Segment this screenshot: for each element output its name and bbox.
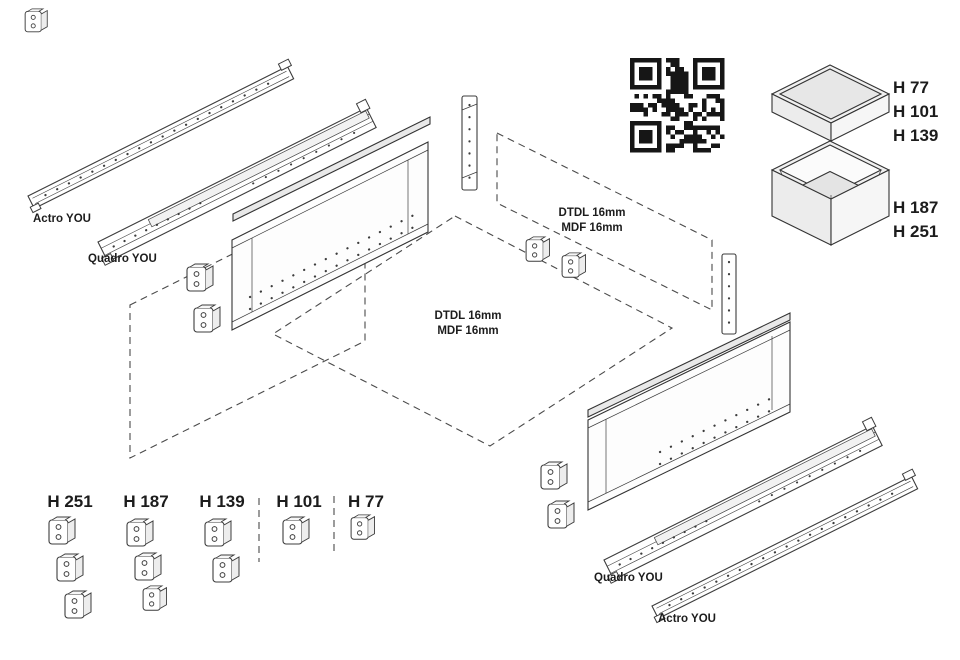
- qr-finder-bottom-left: [630, 121, 662, 153]
- label-brackets-h187: H 187: [123, 492, 168, 511]
- bottom-panel-dashed-outline: [271, 215, 674, 447]
- qr-code: [626, 54, 729, 157]
- corner-clip-top-left: [24, 8, 48, 33]
- front-fixing-bracket-left: [461, 95, 478, 191]
- front-fixing-bracket-right: [721, 253, 737, 335]
- qr-modules: [630, 58, 725, 153]
- label-brackets-h77: H 77: [348, 492, 384, 511]
- actro-runner-top: [21, 58, 300, 214]
- bracket-set-h77: H 77: [348, 492, 384, 540]
- back-panel-material-line1: DTDL 16mm: [559, 207, 626, 219]
- back-panel-dashed-outline: [496, 132, 713, 311]
- back-panel-clips-left: [186, 263, 221, 333]
- gallery-rail-left: [232, 116, 431, 222]
- label-actro-bottom: Actro YOU: [658, 613, 716, 625]
- label-brackets-h139: H 139: [199, 492, 244, 511]
- bracket-set-h101: H 101: [276, 492, 322, 545]
- qr-finder-top-right: [693, 58, 725, 90]
- qr-finder-top-left: [630, 58, 662, 90]
- label-box-h77: H 77: [893, 78, 929, 97]
- bracket-set-h251: H 251: [47, 492, 93, 619]
- bottom-panel-material-line2: MDF 16mm: [437, 325, 498, 337]
- label-box-h187: H 187: [893, 198, 938, 217]
- label-brackets-h101: H 101: [276, 492, 321, 511]
- drawer-side-panel-left: [231, 116, 431, 331]
- back-panel-material-line2: MDF 16mm: [561, 222, 622, 234]
- drawer-box-shallow: [770, 64, 891, 142]
- label-box-h251: H 251: [893, 222, 938, 241]
- back-panel-clips-right: [540, 461, 575, 529]
- drawer-side-panel-right: [587, 312, 791, 511]
- bottom-panel-material-line1: DTDL 16mm: [435, 310, 502, 322]
- label-quadro-top: Quadro YOU: [88, 253, 157, 265]
- label-actro-top: Actro YOU: [33, 213, 91, 225]
- bracket-set-h187: H 187: [123, 492, 169, 611]
- label-quadro-bottom: Quadro YOU: [594, 572, 663, 584]
- back-panel-dashed: DTDL 16mm MDF 16mm: [496, 132, 713, 311]
- bottom-panel-dashed: DTDL 16mm MDF 16mm: [271, 215, 674, 447]
- gallery-rail-right: [587, 312, 791, 418]
- drawer-box-deep: [770, 140, 891, 246]
- label-box-h139: H 139: [893, 126, 938, 145]
- bracket-set-h139: H 139: [199, 492, 245, 583]
- label-box-h101: H 101: [893, 102, 938, 121]
- label-brackets-h251: H 251: [47, 492, 92, 511]
